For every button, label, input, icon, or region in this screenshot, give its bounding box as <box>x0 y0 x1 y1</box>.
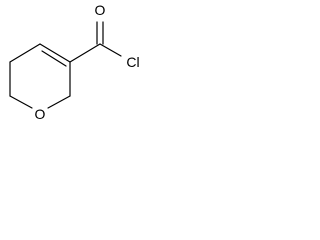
bond-o-c6 <box>47 95 71 109</box>
ring-oxygen-label: O <box>35 106 46 122</box>
bond-c3-c4 <box>9 43 41 63</box>
bond-c5-o <box>9 95 33 109</box>
chemical-structure: O Cl O <box>9 2 140 122</box>
bond-c-cl <box>99 43 122 57</box>
bond-c2-carbonyl-c <box>69 43 101 63</box>
carbonyl-oxygen-label: O <box>95 2 106 18</box>
bond-c2-c3-double <box>39 43 71 63</box>
bond-c2-c3-double-inner <box>41 50 67 67</box>
chlorine-label: Cl <box>126 54 139 70</box>
